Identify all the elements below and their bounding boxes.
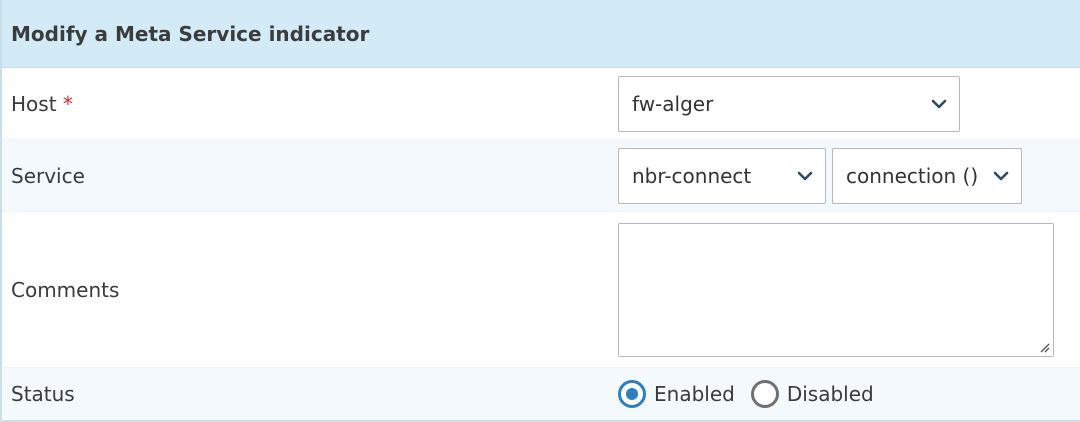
service-select[interactable]: nbr-connect <box>618 147 826 204</box>
chevron-down-icon <box>797 171 813 180</box>
disabled-radio[interactable] <box>750 380 779 408</box>
metric-select-value: connection () <box>846 163 979 188</box>
host-label: Host * <box>2 92 618 116</box>
disabled-label[interactable]: Disabled <box>786 382 874 406</box>
status-label: Status <box>11 382 75 406</box>
required-mark: * <box>62 91 73 116</box>
enabled-label[interactable]: Enabled <box>654 382 735 406</box>
host-select[interactable]: fw-alger <box>618 75 960 132</box>
chevron-down-icon <box>993 171 1009 180</box>
service-label: Service <box>11 163 85 188</box>
enabled-radio[interactable] <box>618 380 646 408</box>
resize-grip-icon[interactable] <box>1036 339 1050 353</box>
service-select-value: nbr-connect <box>632 163 752 188</box>
form-title: Modify a Meta Service indicator <box>2 0 1080 68</box>
host-select-value: fw-alger <box>632 91 714 116</box>
host-label-text: Host <box>11 91 57 116</box>
comments-row: Comments <box>2 212 1080 368</box>
status-row: Status Enabled Disabled <box>2 368 1080 420</box>
metric-select[interactable]: connection () <box>832 147 1022 204</box>
comments-label: Comments <box>11 277 120 302</box>
chevron-down-icon <box>931 99 947 108</box>
status-radio-group: Enabled Disabled <box>618 380 890 408</box>
host-row: Host * fw-alger <box>2 68 1080 140</box>
service-row: Service nbr-connect connection () <box>2 140 1080 212</box>
comments-textarea[interactable] <box>618 222 1054 357</box>
